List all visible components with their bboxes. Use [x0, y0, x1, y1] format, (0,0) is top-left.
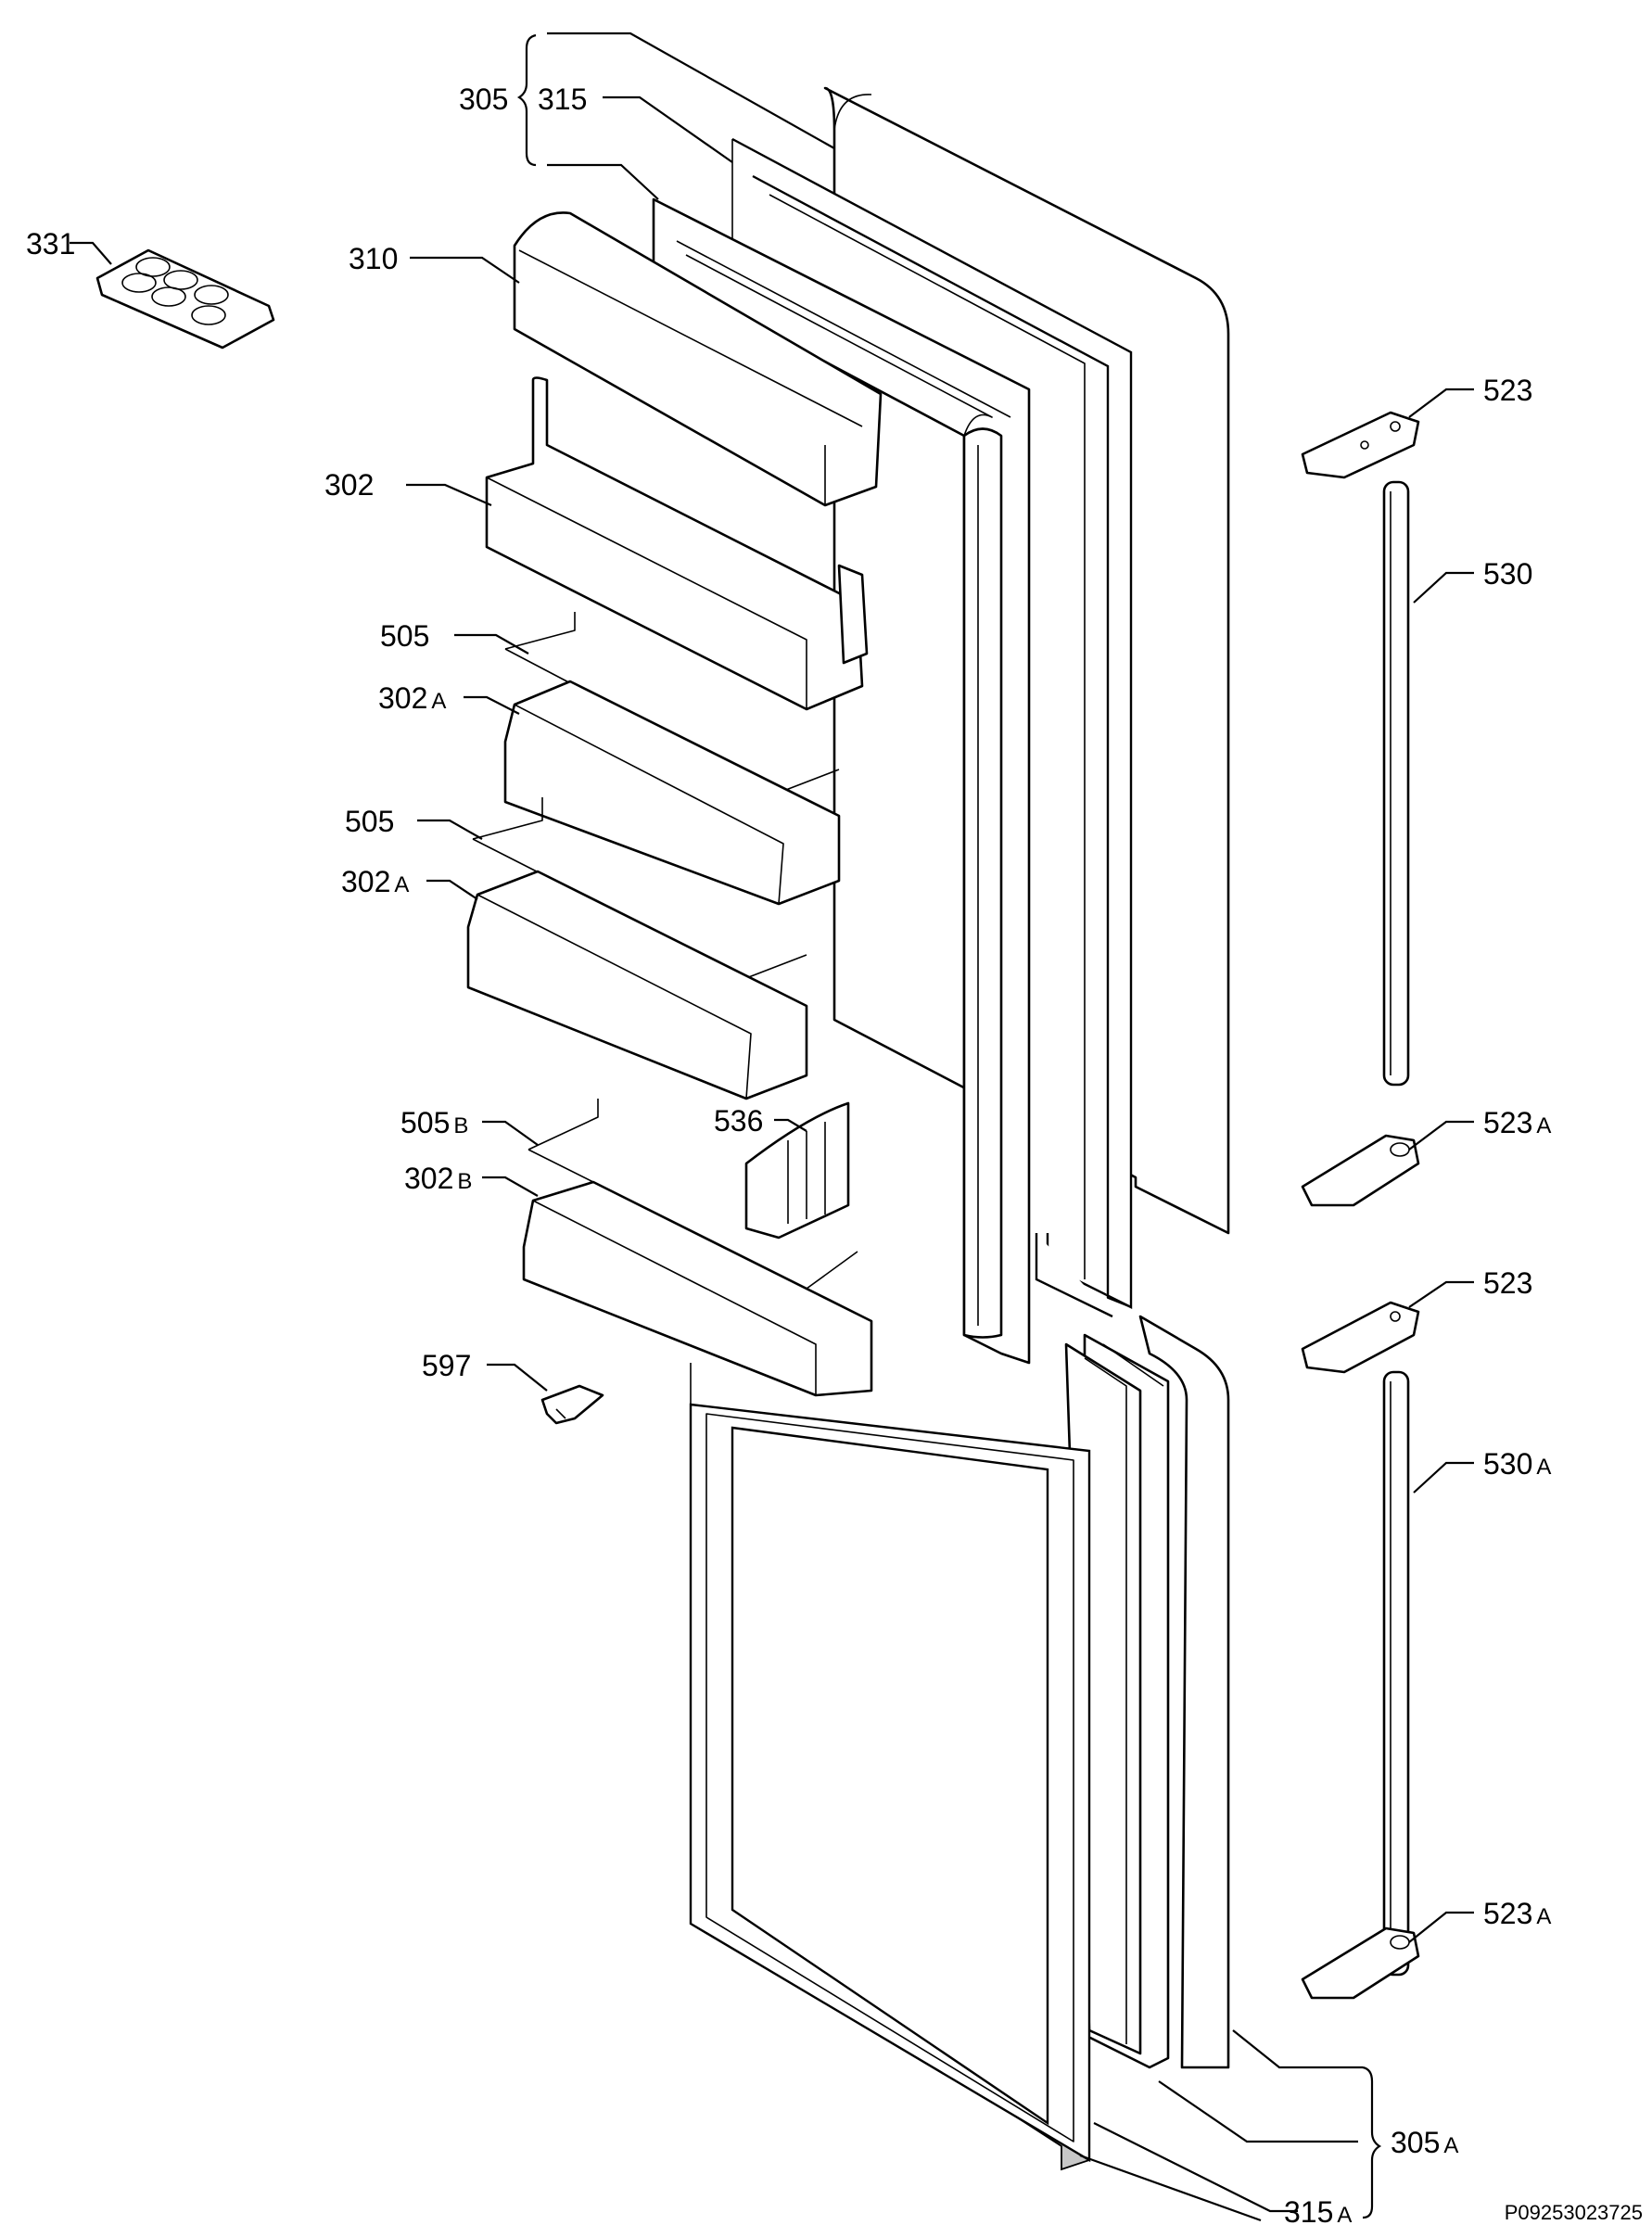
svg-text:536: 536: [714, 1104, 763, 1138]
svg-text:523: 523: [1483, 1266, 1532, 1300]
clip-597: [540, 1384, 604, 1425]
callout-302: 302: [324, 468, 374, 502]
leader-lines: [70, 32, 1474, 2222]
bottle-divider: [744, 1101, 850, 1240]
lower-door-gasket: [689, 1363, 1091, 2171]
svg-text:530: 530: [1483, 557, 1532, 591]
door-bin-302a-1: [503, 612, 841, 906]
callout-597: 597: [422, 1349, 471, 1382]
callout-536: 536: [714, 1104, 763, 1138]
svg-text:597: 597: [422, 1349, 471, 1382]
door-bin-302a-2: [466, 797, 808, 1100]
svg-text:523: 523: [1483, 374, 1532, 407]
callout-523-1: 523: [1483, 374, 1532, 407]
callout-331: 331: [26, 227, 75, 261]
svg-text:505: 505: [380, 619, 429, 653]
callout-310: 310: [349, 242, 398, 275]
callout-505-1: 505: [380, 619, 429, 653]
egg-tray: [95, 248, 275, 350]
brace-305a: [1362, 2066, 1382, 2219]
svg-text:505: 505: [345, 805, 394, 838]
rod-530a: [1382, 1370, 1410, 1977]
callout-305: 305: [459, 83, 508, 116]
callout-505-2: 505: [345, 805, 394, 838]
svg-text:305: 305: [459, 83, 508, 116]
door-shelf-302: [485, 376, 869, 711]
svg-text:315: 315: [538, 83, 587, 116]
brace-305: [516, 33, 537, 167]
dairy-compartment-cover: [513, 211, 883, 507]
hinge-523-upper: [1301, 411, 1420, 479]
drawing-reference-code: P09253023725: [1505, 2201, 1643, 2224]
svg-text:310: 310: [349, 242, 398, 275]
svg-text:331: 331: [26, 227, 75, 261]
rod-530: [1382, 480, 1410, 1087]
hinge-523a-lower: [1301, 1926, 1420, 2000]
svg-text:302: 302: [324, 468, 374, 502]
callout-315: 315: [538, 83, 587, 116]
lower-door-panel: [1064, 1315, 1230, 2069]
upper-door-liner: [652, 197, 1031, 1365]
hinge-523-lower: [1301, 1301, 1420, 1374]
callout-530: 530: [1483, 557, 1532, 591]
hinge-523a-upper: [1301, 1134, 1420, 1207]
door-bin-302b: [522, 1099, 873, 1397]
callout-523-2: 523: [1483, 1266, 1532, 1300]
